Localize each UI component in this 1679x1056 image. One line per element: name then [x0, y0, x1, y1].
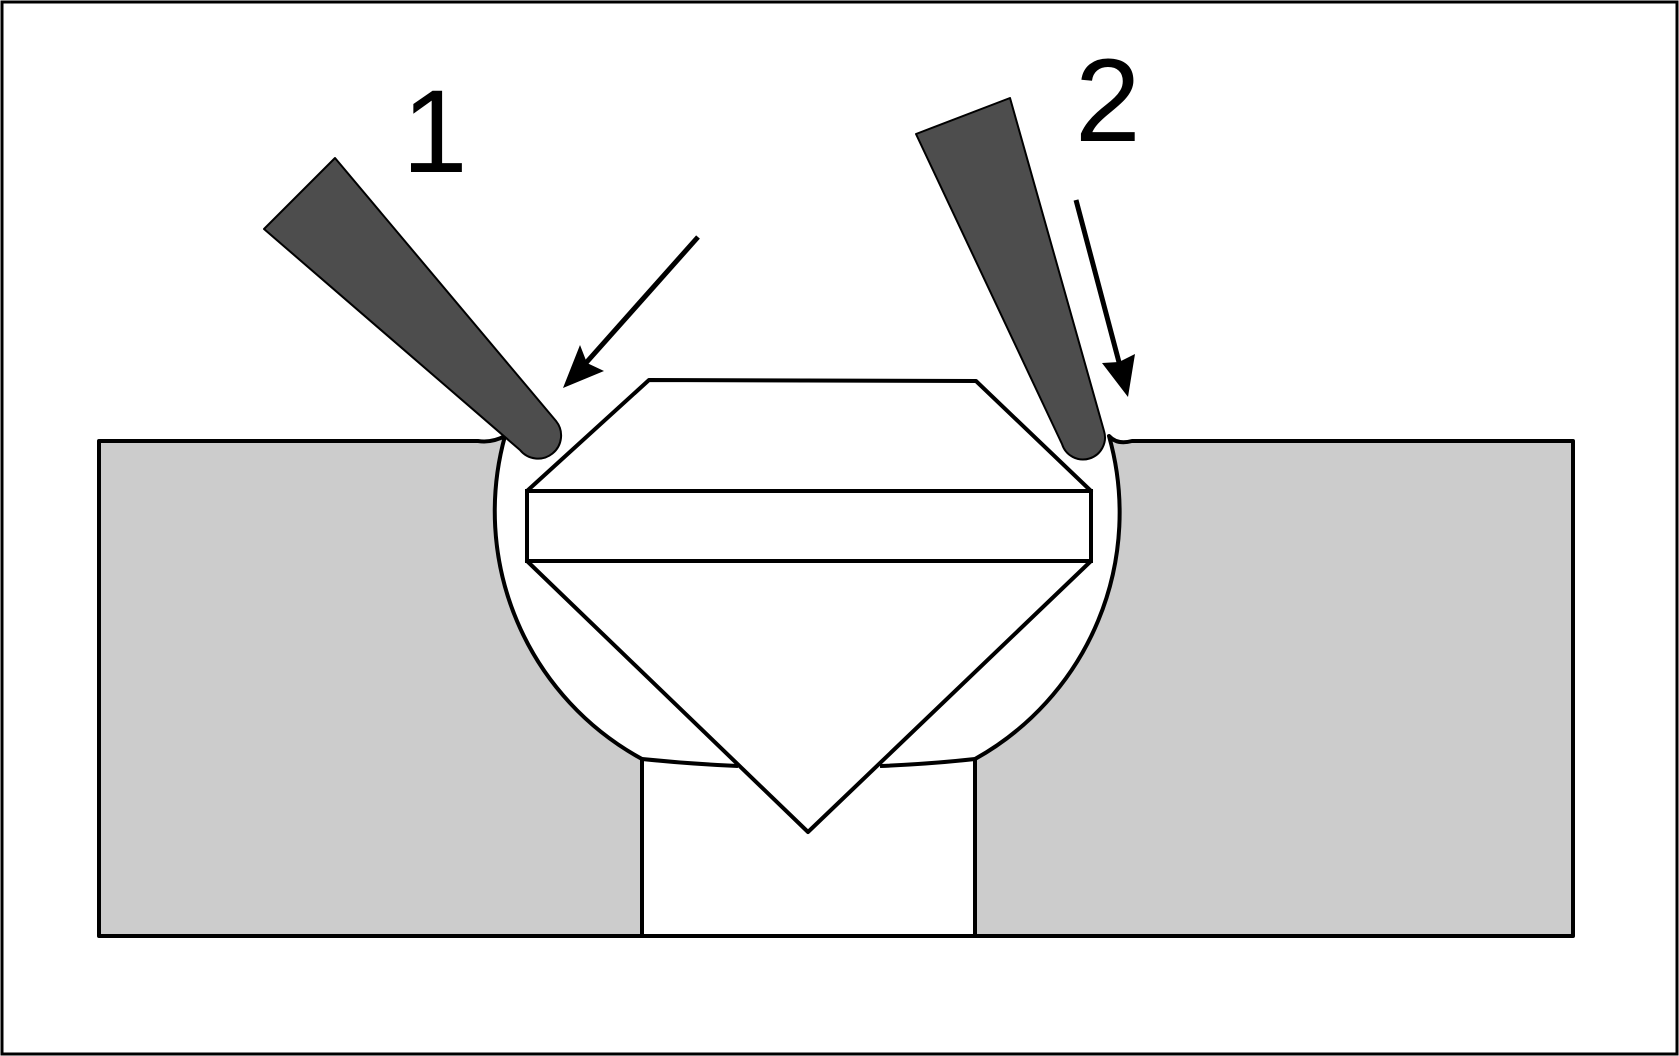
tool-1-label: 1 — [402, 66, 468, 198]
gemstone-girdle — [525, 489, 1093, 563]
gemstone-pavilion — [525, 559, 1093, 834]
tool-1 — [263, 157, 563, 460]
seat-left-ledge — [641, 757, 739, 768]
arrow-down-icon — [1073, 199, 1135, 397]
arrow-down-left-icon — [563, 235, 700, 388]
tool-2-label: 2 — [1075, 35, 1141, 167]
seat-right-ledge — [879, 757, 976, 768]
tool-2 — [915, 97, 1106, 461]
